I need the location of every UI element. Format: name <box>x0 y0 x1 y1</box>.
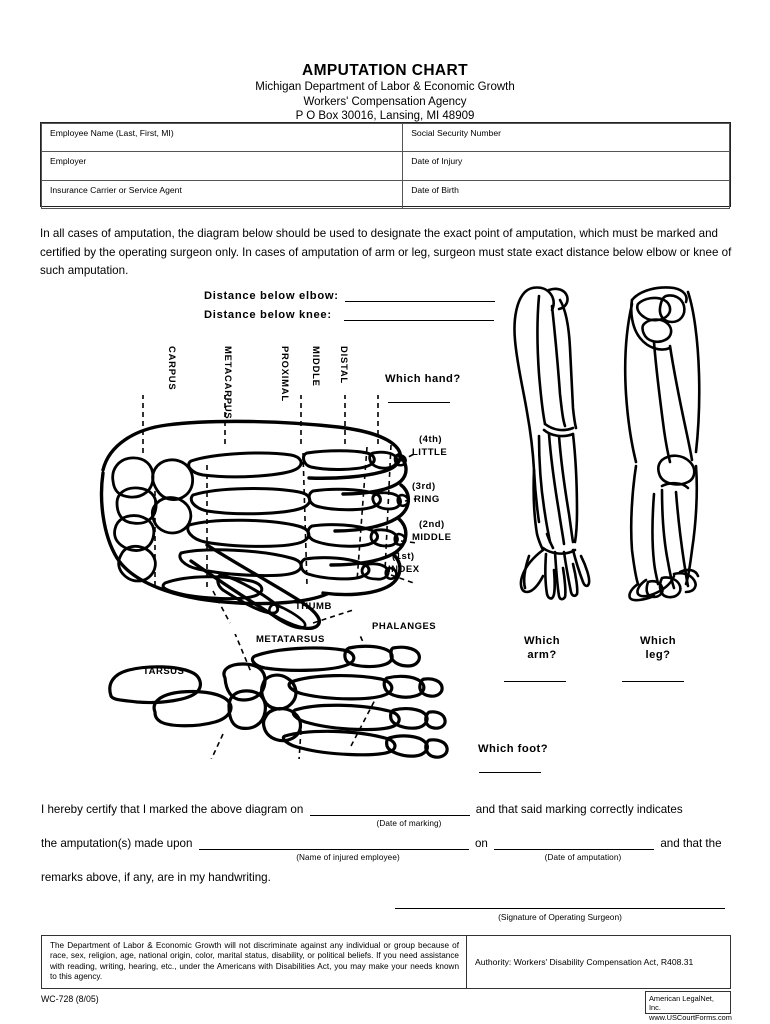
hand-label-little-ordinal: (4th) <box>419 434 443 445</box>
field-insurance-carrier[interactable]: Insurance Carrier or Service Agent <box>40 179 404 209</box>
page-title: AMPUTATION CHART <box>302 62 468 79</box>
instructions-paragraph: In all cases of amputation, the diagram … <box>40 227 732 277</box>
hand-skeleton-svg <box>99 340 436 631</box>
foot-skeleton-diagram <box>105 619 450 761</box>
certification-block: I hereby certify that I marked the above… <box>41 803 733 905</box>
table-row: Employer Date of Injury <box>40 151 730 181</box>
foot-label-tarsus: TARSUS <box>143 666 185 677</box>
table-row: Insurance Carrier or Service Agent Date … <box>40 179 730 209</box>
field-employer[interactable]: Employer <box>40 151 404 181</box>
leg-skeleton-svg <box>623 286 701 602</box>
authority-statement: Authority: Workers' Disability Compensat… <box>475 957 694 967</box>
vendor-stamp: American LegalNet, Inc. www.USCourtForms… <box>645 991 732 1022</box>
hand-label-middle: MIDDLE <box>311 346 322 387</box>
date-of-amputation-input[interactable] <box>494 837 655 850</box>
field-employee-name[interactable]: Employee Name (Last, First, MI) <box>40 122 404 153</box>
distance-fields: Distance below elbow: Distance below kne… <box>204 290 504 328</box>
distance-below-elbow-label: Distance below elbow: <box>204 290 339 302</box>
distance-below-knee-label: Distance below knee: <box>204 309 332 321</box>
foot-label-metatarsus: METATARSUS <box>256 634 325 645</box>
certification-text-part6: remarks above, if any, are in my handwri… <box>41 871 271 884</box>
agency-name: Workers' Compensation Agency <box>303 95 467 108</box>
certification-text-part3: the amputation(s) made upon <box>41 837 193 850</box>
date-of-marking-input[interactable] <box>309 803 470 816</box>
hand-label-ring: RING <box>414 494 440 505</box>
field-date-of-injury[interactable]: Date of Injury <box>402 151 730 181</box>
name-of-injured-employee-caption: (Name of injured employee) <box>296 853 400 862</box>
hand-skeleton-diagram <box>95 340 436 631</box>
certification-line-3: remarks above, if any, are in my handwri… <box>41 871 733 905</box>
distance-below-elbow-input[interactable] <box>344 291 495 302</box>
vendor-website: www.USCourtForms.com <box>649 1012 732 1022</box>
which-hand-question: Which hand? <box>385 373 461 385</box>
hand-label-index: INDEX <box>388 564 420 575</box>
form-header: AMPUTATION CHART Michigan Department of … <box>0 62 770 124</box>
distance-below-elbow-row: Distance below elbow: <box>204 290 504 302</box>
which-leg-input[interactable] <box>622 681 684 682</box>
certification-line-2: the amputation(s) made upon on and that … <box>41 837 733 871</box>
which-arm-question: Which arm? <box>512 634 572 662</box>
leg-skeleton-diagram <box>618 284 723 602</box>
agency-address: P O Box 30016, Lansing, MI 48909 <box>295 110 475 122</box>
distance-below-knee-input[interactable] <box>343 310 494 321</box>
hand-label-ring-ordinal: (3rd) <box>412 481 436 492</box>
form-number: WC-728 (8/05) <box>41 994 99 1004</box>
hand-label-thumb: THUMB <box>295 601 332 612</box>
identification-table: Employee Name (Last, First, MI) Social S… <box>40 122 731 209</box>
nondiscrimination-statement: The Department of Labor & Economic Growt… <box>42 936 467 988</box>
table-row: Employee Name (Last, First, MI) Social S… <box>40 122 730 153</box>
signature-input[interactable] <box>395 908 725 909</box>
certification-line-1: I hereby certify that I marked the above… <box>41 803 733 837</box>
hand-label-index-ordinal: (1st) <box>392 551 415 562</box>
which-arm-line2: arm? <box>527 649 557 661</box>
field-social-security-number[interactable]: Social Security Number <box>402 122 730 153</box>
which-foot-input[interactable] <box>479 772 541 773</box>
footer-notice-box: The Department of Labor & Economic Growt… <box>41 935 731 989</box>
which-leg-line2: leg? <box>645 649 671 661</box>
field-date-of-birth[interactable]: Date of Birth <box>402 179 730 209</box>
hand-label-middle-ordinal: (2nd) <box>419 519 445 530</box>
date-of-amputation-caption: (Date of amputation) <box>544 853 622 862</box>
agency-department: Michigan Department of Labor & Economic … <box>255 81 515 93</box>
hand-label-proximal: PROXIMAL <box>280 346 291 402</box>
certification-text-part4: on <box>474 837 488 850</box>
hand-label-middle-finger: MIDDLE <box>412 532 452 543</box>
hand-label-distal: DISTAL <box>339 346 350 384</box>
which-hand-input[interactable] <box>388 402 450 403</box>
hand-label-little: LITTLE <box>412 447 448 458</box>
foot-skeleton-svg <box>108 619 449 761</box>
certification-text-part1: I hereby certify that I marked the above… <box>41 803 304 816</box>
which-leg-question: Which leg? <box>628 634 688 662</box>
distance-below-knee-row: Distance below knee: <box>204 309 504 321</box>
vendor-name: American LegalNet, Inc. <box>649 994 714 1013</box>
arm-skeleton-diagram <box>503 284 608 602</box>
signature-caption: (Signature of Operating Surgeon) <box>498 912 622 922</box>
hand-label-metacarpus: METACARPUS <box>223 346 234 420</box>
foot-label-phalanges: PHALANGES <box>372 621 437 632</box>
certification-text-part2: and that said marking correctly indicate… <box>475 803 683 816</box>
which-leg-line1: Which <box>639 635 677 647</box>
date-of-marking-caption: (Date of marking) <box>376 819 442 828</box>
certification-text-part5: and that the <box>660 837 722 850</box>
which-foot-question: Which foot? <box>478 743 549 755</box>
hand-label-carpus: CARPUS <box>167 346 178 391</box>
arm-skeleton-svg <box>513 286 591 601</box>
which-arm-input[interactable] <box>504 681 566 682</box>
name-of-injured-employee-input[interactable] <box>198 837 469 850</box>
which-arm-line1: Which <box>523 635 561 647</box>
